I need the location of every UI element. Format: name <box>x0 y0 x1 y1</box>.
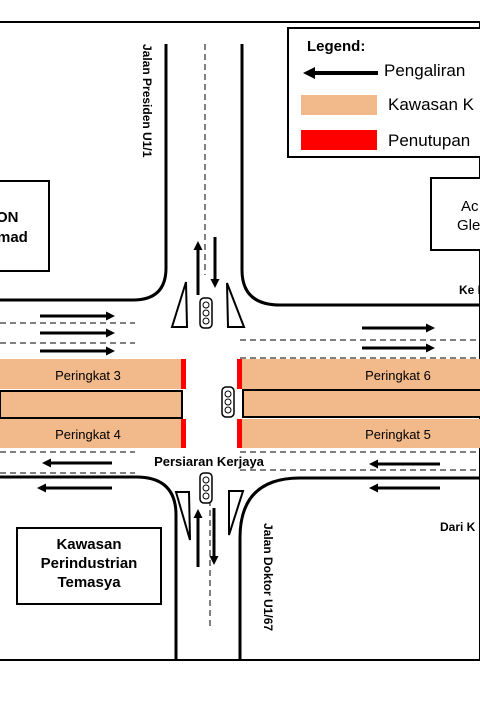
traffic-island <box>174 491 191 541</box>
work-zone-label: Peringkat 3 <box>55 368 121 383</box>
closure-bar <box>181 359 186 389</box>
legend-title: Legend: <box>307 38 365 55</box>
legend-item-flow: Pengaliran <box>384 61 465 80</box>
work-zones <box>0 359 480 448</box>
work-zone-label: Peringkat 6 <box>365 368 431 383</box>
work-zone-peringkat-6 <box>242 359 480 389</box>
road-name-north: Jalan Presiden U1/1 <box>140 44 154 158</box>
work-zone-peringkat-3 <box>0 359 181 389</box>
road-closures <box>181 359 242 448</box>
block-north-east-line-1: Ac <box>461 198 479 215</box>
work-zone-peringkat-5 <box>242 419 480 448</box>
block-north-east-line-2: Gle <box>457 217 480 234</box>
legend-swatch-work-zone <box>301 95 377 115</box>
legend: Legend: Pengaliran Kawasan K Penutupan <box>287 27 480 158</box>
legend-swatch-closure <box>301 130 377 150</box>
direction-label-to: Ke K <box>459 283 480 297</box>
road-curbs <box>0 44 480 660</box>
block-north-west <box>0 180 50 272</box>
block-south-west-line-1: Kawasan <box>56 536 121 553</box>
work-zone-peringkat-4 <box>0 419 181 448</box>
block-south-west <box>16 527 162 605</box>
traffic-light-icon <box>221 386 235 418</box>
work-zone-label: Peringkat 5 <box>365 427 431 442</box>
block-north-east <box>430 177 480 251</box>
closure-bar <box>237 359 242 389</box>
direction-label-from: Dari K <box>440 520 476 534</box>
traffic-island <box>228 490 245 536</box>
traffic-island <box>226 282 246 328</box>
work-zone-label: Peringkat 4 <box>55 427 121 442</box>
traffic-light-icon <box>199 297 213 329</box>
block-north-west-line-1: ON <box>0 209 19 226</box>
traffic-light-icon <box>199 472 213 504</box>
median-east <box>242 389 480 418</box>
lane-markings <box>0 44 480 630</box>
legend-item-closure: Penutupan <box>388 131 470 150</box>
median-west <box>0 390 183 419</box>
block-north-west-line-2: mad <box>0 229 28 246</box>
road-name-south: Jalan Doktor U1/67 <box>261 523 275 631</box>
block-south-west-line-2: Perindustrian <box>41 555 138 572</box>
closure-bar <box>237 419 242 448</box>
legend-item-work-zone: Kawasan K <box>388 95 475 114</box>
traffic-islands <box>170 281 246 541</box>
block-south-west-line-3: Temasya <box>57 574 121 591</box>
traffic-flow-arrows <box>37 237 440 567</box>
closure-bar <box>181 419 186 448</box>
traffic-island <box>170 281 189 328</box>
road-name-main: Persiaran Kerjaya <box>154 454 265 469</box>
